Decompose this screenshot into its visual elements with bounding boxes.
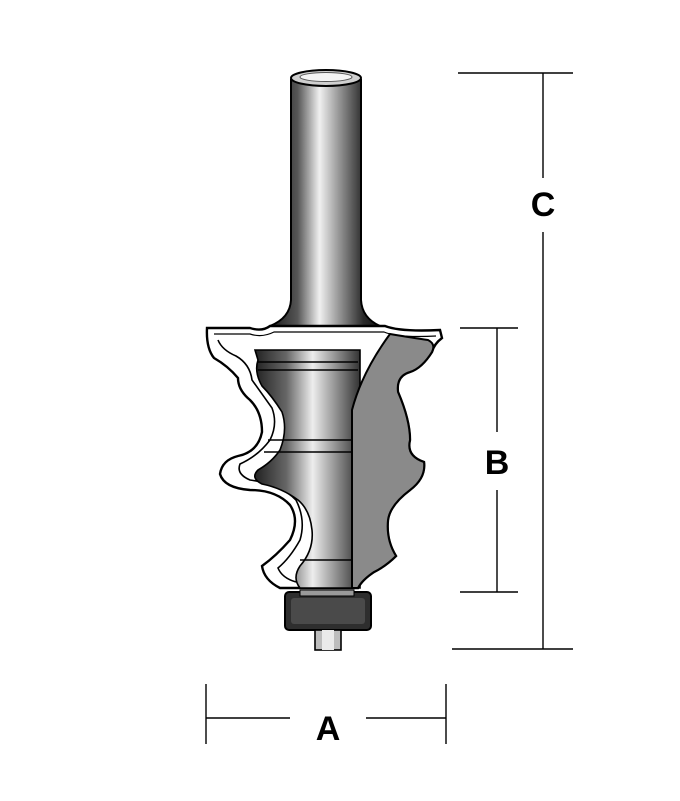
label-b: B	[485, 444, 510, 482]
shank	[269, 69, 381, 327]
dimension-b: B	[460, 327, 518, 593]
label-a: A	[316, 710, 341, 748]
bearing	[284, 589, 372, 651]
dimension-a: A	[205, 684, 447, 748]
label-c: C	[531, 186, 556, 224]
dimension-c: C	[452, 72, 573, 650]
cutter-body	[205, 324, 444, 590]
